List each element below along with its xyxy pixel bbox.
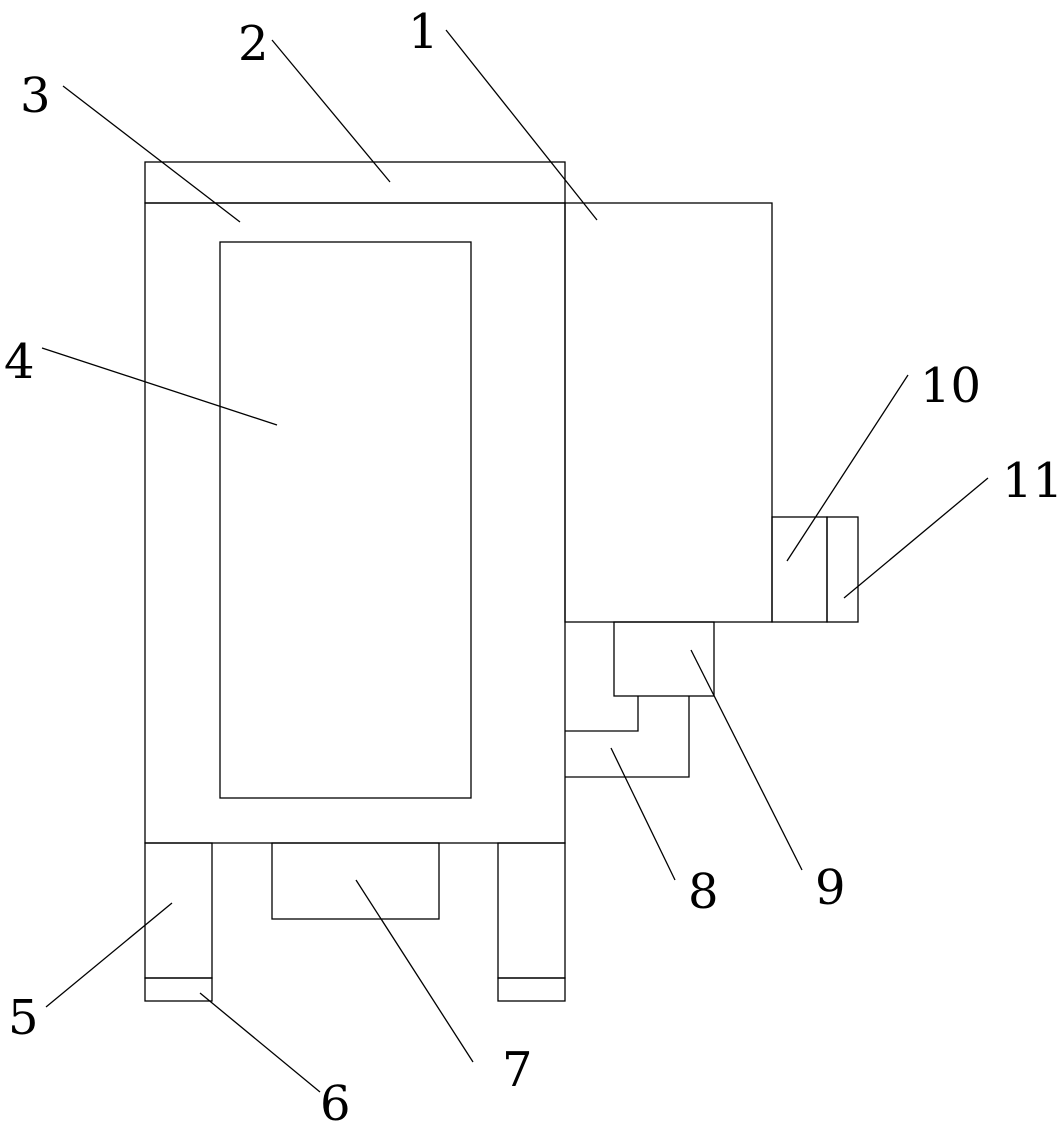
leader-line-9 xyxy=(690,649,803,871)
label-11: 11 xyxy=(1002,453,1062,509)
leader-line-6 xyxy=(199,992,321,1093)
leader-line-11 xyxy=(843,477,989,599)
bracket-inner xyxy=(565,696,639,732)
label-7: 7 xyxy=(502,1042,533,1098)
leader-line-8 xyxy=(610,747,676,881)
top-strip xyxy=(144,161,566,204)
leader-line-7 xyxy=(355,879,474,1063)
side-attachment xyxy=(771,516,828,623)
leader-line-5 xyxy=(45,902,173,1008)
label-9: 9 xyxy=(815,860,846,916)
right-leg xyxy=(497,842,566,979)
leader-line-1 xyxy=(445,29,598,221)
left-foot-pad xyxy=(144,977,213,1002)
label-4: 4 xyxy=(4,334,35,390)
label-6: 6 xyxy=(320,1076,351,1128)
label-10: 10 xyxy=(920,358,981,414)
right-foot-pad xyxy=(497,977,566,1002)
lower-block xyxy=(613,621,715,697)
leader-line-4 xyxy=(41,347,278,426)
front-panel xyxy=(219,241,472,799)
leader-line-2 xyxy=(271,39,391,183)
label-3: 3 xyxy=(20,68,51,124)
side-end-plate xyxy=(826,516,859,623)
bottom-block xyxy=(271,842,440,920)
label-2: 2 xyxy=(238,16,269,72)
leader-line-3 xyxy=(62,85,241,223)
leader-line-10 xyxy=(786,374,909,562)
label-1: 1 xyxy=(408,4,439,60)
main-body xyxy=(144,202,566,844)
side-box xyxy=(564,202,773,623)
bracket-outer xyxy=(565,696,690,778)
label-8: 8 xyxy=(688,864,719,920)
label-5: 5 xyxy=(8,990,39,1046)
left-leg xyxy=(144,842,213,979)
